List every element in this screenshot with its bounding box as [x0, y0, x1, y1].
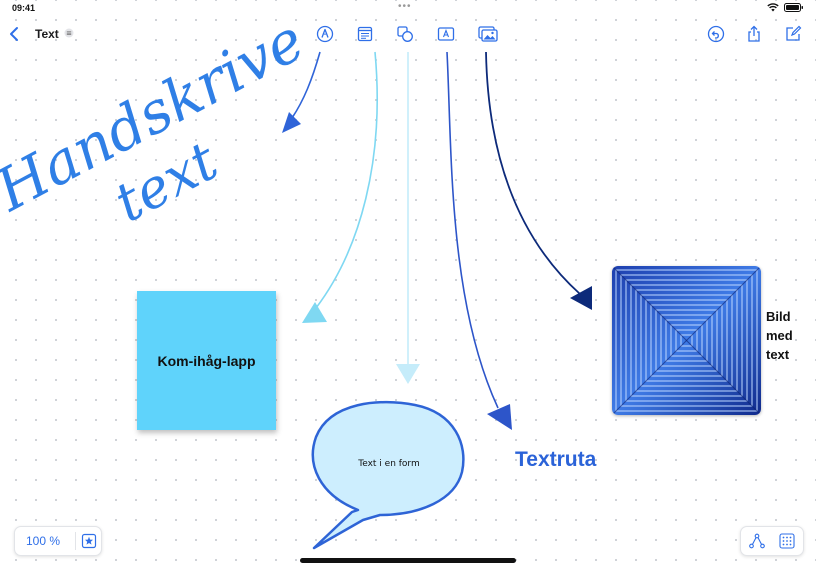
pen-icon — [316, 25, 334, 43]
bottom-right-controls — [740, 526, 804, 556]
battery-icon — [784, 3, 803, 12]
board-title[interactable]: Text — [35, 27, 59, 41]
image-caption: Bild med text — [766, 309, 793, 362]
status-time: 09:41 — [12, 3, 36, 13]
wifi-icon — [767, 3, 779, 12]
shape-text: Text i en form — [358, 459, 420, 469]
undo-button[interactable] — [706, 24, 726, 44]
zoom-divider — [75, 532, 76, 550]
sticky-note-text: Kom-ihåg-lapp — [157, 352, 256, 369]
sticky-note-tool-button[interactable] — [355, 24, 375, 44]
connector-icon[interactable] — [748, 532, 766, 550]
sticky-note-icon — [357, 26, 373, 42]
image-item[interactable] — [612, 266, 761, 415]
shapes-icon — [397, 26, 413, 42]
undo-icon — [707, 25, 725, 43]
text-box-tool-button[interactable] — [436, 24, 456, 44]
sticky-note[interactable]: Kom-ihåg-lapp — [137, 291, 276, 430]
media-icon — [478, 26, 498, 42]
chevron-left-icon[interactable] — [6, 24, 24, 44]
ellipsis-icon[interactable] — [64, 28, 74, 38]
text-box-icon — [437, 27, 455, 41]
status-indicators — [767, 3, 804, 12]
pen-tool-button[interactable] — [315, 24, 335, 44]
shapes-tool-button[interactable] — [395, 24, 415, 44]
text-box[interactable]: Textruta — [515, 448, 597, 471]
zoom-level[interactable]: 100 % — [26, 534, 61, 548]
media-tool-button[interactable] — [478, 24, 498, 44]
multitasking-dots[interactable]: ••• — [398, 1, 412, 12]
compose-button[interactable] — [783, 24, 803, 44]
status-bar: 09:41 ••• — [0, 0, 816, 18]
compose-icon — [786, 25, 802, 41]
star-box-icon[interactable] — [81, 533, 97, 549]
handwritten-text[interactable]: Handskriven text — [0, 30, 300, 250]
share-icon — [748, 25, 760, 42]
zoom-control: 100 % — [14, 526, 102, 556]
home-indicator[interactable] — [300, 558, 516, 563]
share-button[interactable] — [744, 24, 764, 44]
toolbar: Text — [0, 22, 816, 48]
grid-icon[interactable] — [778, 532, 796, 550]
concentric-squares-image — [612, 266, 761, 415]
